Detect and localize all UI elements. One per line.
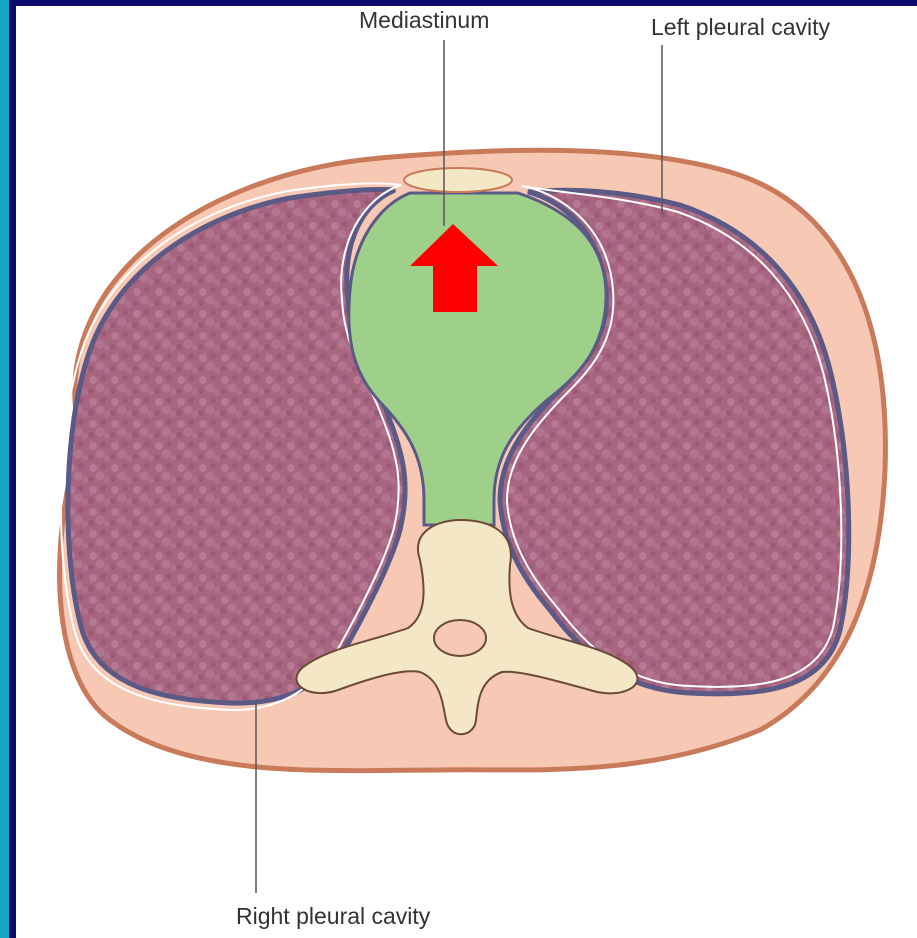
left-pleural-cavity-label: Left pleural cavity bbox=[651, 14, 830, 40]
thorax-cross-section: Mediastinum Left pleural cavity Right pl… bbox=[16, 6, 917, 938]
spinal-canal bbox=[434, 620, 486, 656]
sternum bbox=[404, 168, 512, 192]
diagram-panel: Mediastinum Left pleural cavity Right pl… bbox=[16, 6, 917, 938]
mediastinum-label: Mediastinum bbox=[359, 7, 489, 33]
accent-bar bbox=[0, 0, 9, 938]
right-pleural-cavity-label: Right pleural cavity bbox=[236, 903, 431, 929]
